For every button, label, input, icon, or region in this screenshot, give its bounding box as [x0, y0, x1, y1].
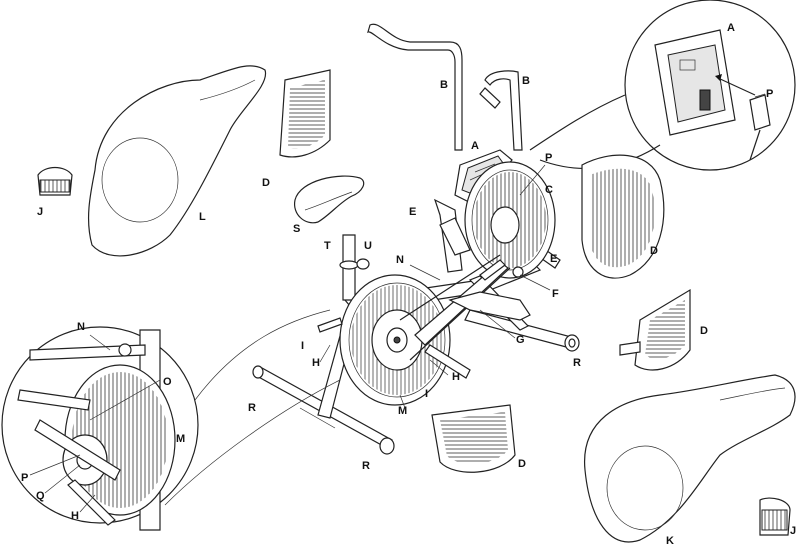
pedal-J-left: [37, 166, 73, 196]
front-fan-guard: [464, 161, 556, 279]
label-G: G: [516, 334, 525, 346]
flywheel: [339, 274, 451, 406]
fan-guard-D-bottom: [431, 404, 516, 473]
label-O-zoom: O: [163, 376, 172, 388]
pedal-pivot: [512, 266, 524, 278]
label-E-left: E: [409, 206, 416, 218]
label-H-zoom: H: [71, 510, 79, 522]
handlebar-front: [484, 70, 523, 151]
label-J-left: J: [37, 206, 43, 218]
label-J-right: J: [790, 525, 796, 537]
label-P-zoom-left: P: [21, 472, 28, 484]
label-I-2: I: [425, 388, 428, 400]
label-P-zoom: P: [766, 88, 773, 100]
label-F: F: [552, 288, 559, 300]
fan-guard-D-top: [279, 69, 331, 158]
pedal-shaft: [317, 317, 343, 333]
right-cover-K: [584, 374, 796, 543]
leader-lines: [29, 93, 766, 513]
label-M-zoom: M: [176, 433, 185, 445]
label-N-zoom: N: [77, 321, 85, 333]
label-D-4: D: [518, 458, 526, 470]
label-T: T: [324, 240, 331, 252]
part-labels: A A B B C D D D D E E F G H H H I I J J …: [21, 22, 796, 547]
label-K: K: [666, 535, 674, 547]
handlebar-rear: [367, 23, 463, 151]
pedal-J-right: [759, 497, 791, 536]
label-B-rear: B: [440, 79, 448, 91]
label-R-rear-right: R: [362, 460, 370, 472]
label-A-zoom: A: [727, 22, 735, 34]
label-C: C: [545, 184, 553, 196]
label-H-1: H: [312, 357, 320, 369]
label-B-front: B: [522, 75, 530, 87]
label-M: M: [398, 405, 407, 417]
fan-guard-D-right: [581, 154, 665, 279]
fan-guard-D-middle: [619, 288, 691, 371]
label-R-front: R: [573, 357, 581, 369]
label-E-right: E: [550, 253, 557, 265]
drive-detail-zoom: [1, 309, 341, 531]
crank-arm: [424, 344, 471, 379]
label-N: N: [396, 254, 404, 266]
left-cover-L: [87, 65, 267, 257]
label-I-1: I: [301, 340, 304, 352]
seat: [293, 175, 365, 224]
label-S: S: [293, 223, 300, 235]
air-bike-assembly: [252, 23, 580, 455]
label-D-2: D: [650, 245, 658, 257]
label-H-2: H: [452, 371, 460, 383]
seat-knob: [356, 258, 370, 270]
label-D-3: D: [700, 325, 708, 337]
label-P: P: [545, 152, 552, 164]
label-L: L: [199, 211, 206, 223]
label-Q-zoom: Q: [36, 490, 45, 502]
label-U: U: [364, 240, 372, 252]
label-D-1: D: [262, 177, 270, 189]
label-R-rear-left: R: [248, 402, 256, 414]
console-detail-zoom: [529, 0, 796, 171]
label-A: A: [471, 140, 479, 152]
